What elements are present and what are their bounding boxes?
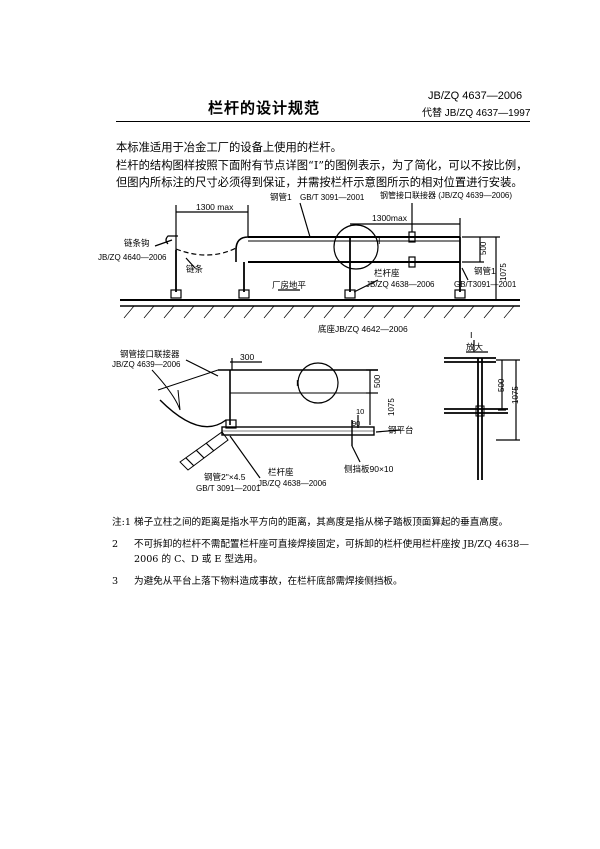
note-item: 2 不可拆卸的栏杆不需配置栏杆座可直接焊接固定，可拆卸的栏杆使用栏杆座按 JB/… bbox=[112, 537, 552, 567]
label-pipe-2-std: GB/T3091—2001 bbox=[454, 280, 517, 289]
dim-1075-top: 1075 bbox=[499, 263, 508, 281]
dim-1075-bottom: 1075 bbox=[387, 398, 396, 416]
note-number: 3 bbox=[112, 576, 119, 587]
label-chain: 链条 bbox=[186, 264, 204, 274]
label-chain-hook-std: JB/ZQ 4640—2006 bbox=[98, 253, 167, 262]
label-base: 底座JB/ZQ 4642—2006 bbox=[318, 324, 408, 334]
replaces-standard: 代替 JB/ZQ 4637—1997 bbox=[422, 108, 531, 119]
label-pipe-top: 钢管1 bbox=[270, 192, 292, 202]
dim-500-top: 500 bbox=[479, 241, 488, 255]
label-pipe-2: 钢管1 bbox=[474, 266, 496, 276]
dim-1300-left: 1300 max bbox=[196, 202, 234, 212]
label-guard: 侧挡板90×10 bbox=[344, 464, 394, 474]
dim-1300-right: 1300max bbox=[372, 213, 408, 223]
note-text: 为避免从平台上落下物料造成事故，在栏杆底部需焊接侧挡板。 bbox=[134, 576, 403, 587]
detail-mark-top: Ⅰ bbox=[378, 236, 381, 246]
note-text: 不可拆卸的栏杆不需配置栏杆座可直接焊接固定，可拆卸的栏杆使用栏杆座按 JB/ZQ… bbox=[134, 539, 529, 565]
page-title: 栏杆的设计规范 bbox=[208, 99, 321, 117]
note-number: 注:1 bbox=[112, 517, 131, 528]
label-connector-bottom: 钢管接口联接器 bbox=[120, 349, 180, 359]
label-pipe-top-std: GB/T 3091—2001 bbox=[300, 193, 365, 202]
header-rule bbox=[116, 121, 530, 122]
dim-1075-detail: 1075 bbox=[511, 386, 520, 404]
note-item: 3 为避免从平台上落下物料造成事故，在栏杆底部需焊接侧挡板。 bbox=[112, 574, 552, 589]
label-connector-top: 钢管接口联接器 (JB/ZQ 4639—2006) bbox=[380, 190, 512, 200]
detail-mark: Ⅰ bbox=[470, 330, 473, 340]
label-seat-bottom-std: JB/ZQ 4638—2006 bbox=[258, 479, 327, 488]
dim-500-detail: 500 bbox=[497, 378, 506, 392]
note-number: 2 bbox=[112, 539, 119, 550]
intro-paragraph-2: 栏杆的结构图样按照下面附有节点详图“Ⅰ”的图例表示，为了简化，可以不按比例，但图… bbox=[116, 159, 528, 189]
notes: 注:1 梯子立柱之间的距离是指水平方向的距离，其高度是指从梯子踏板顶面算起的垂直… bbox=[112, 515, 552, 596]
label-platform: 钢平台 bbox=[388, 425, 414, 435]
dim-90: 90 bbox=[352, 419, 360, 428]
label-enlarged: 放大 bbox=[466, 342, 484, 352]
dim-10: 10 bbox=[356, 407, 364, 416]
intro-paragraph-1: 本标准适用于冶金工厂的设备上使用的栏杆。 bbox=[116, 141, 342, 154]
dim-300: 300 bbox=[240, 352, 254, 362]
note-text: 梯子立柱之间的距离是指水平方向的距离，其高度是指从梯子踏板顶面算起的垂直高度。 bbox=[134, 517, 509, 528]
label-seat-top: 栏杆座 bbox=[374, 268, 400, 278]
label-connector-bottom-std: JB/ZQ 4639—2006 bbox=[112, 360, 181, 369]
label-pipe-bottom: 钢管2"×4.5 bbox=[204, 472, 246, 482]
label-seat-top-std: JB/ZQ 4638—2006 bbox=[366, 280, 435, 289]
standard-number: JB/ZQ 4637—2006 bbox=[428, 90, 523, 102]
note-item: 注:1 梯子立柱之间的距离是指水平方向的距离，其高度是指从梯子踏板顶面算起的垂直… bbox=[112, 515, 552, 530]
label-chain-hook: 链条钩 bbox=[124, 238, 150, 248]
dim-500-bottom: 500 bbox=[373, 374, 382, 388]
label-pipe-bottom-std: GB/T 3091—2001 bbox=[196, 484, 261, 493]
label-seat-bottom: 栏杆座 bbox=[268, 467, 294, 477]
label-floor: 厂房地平 bbox=[272, 280, 307, 290]
detail-mark-bottom: Ⅰ bbox=[296, 378, 299, 388]
